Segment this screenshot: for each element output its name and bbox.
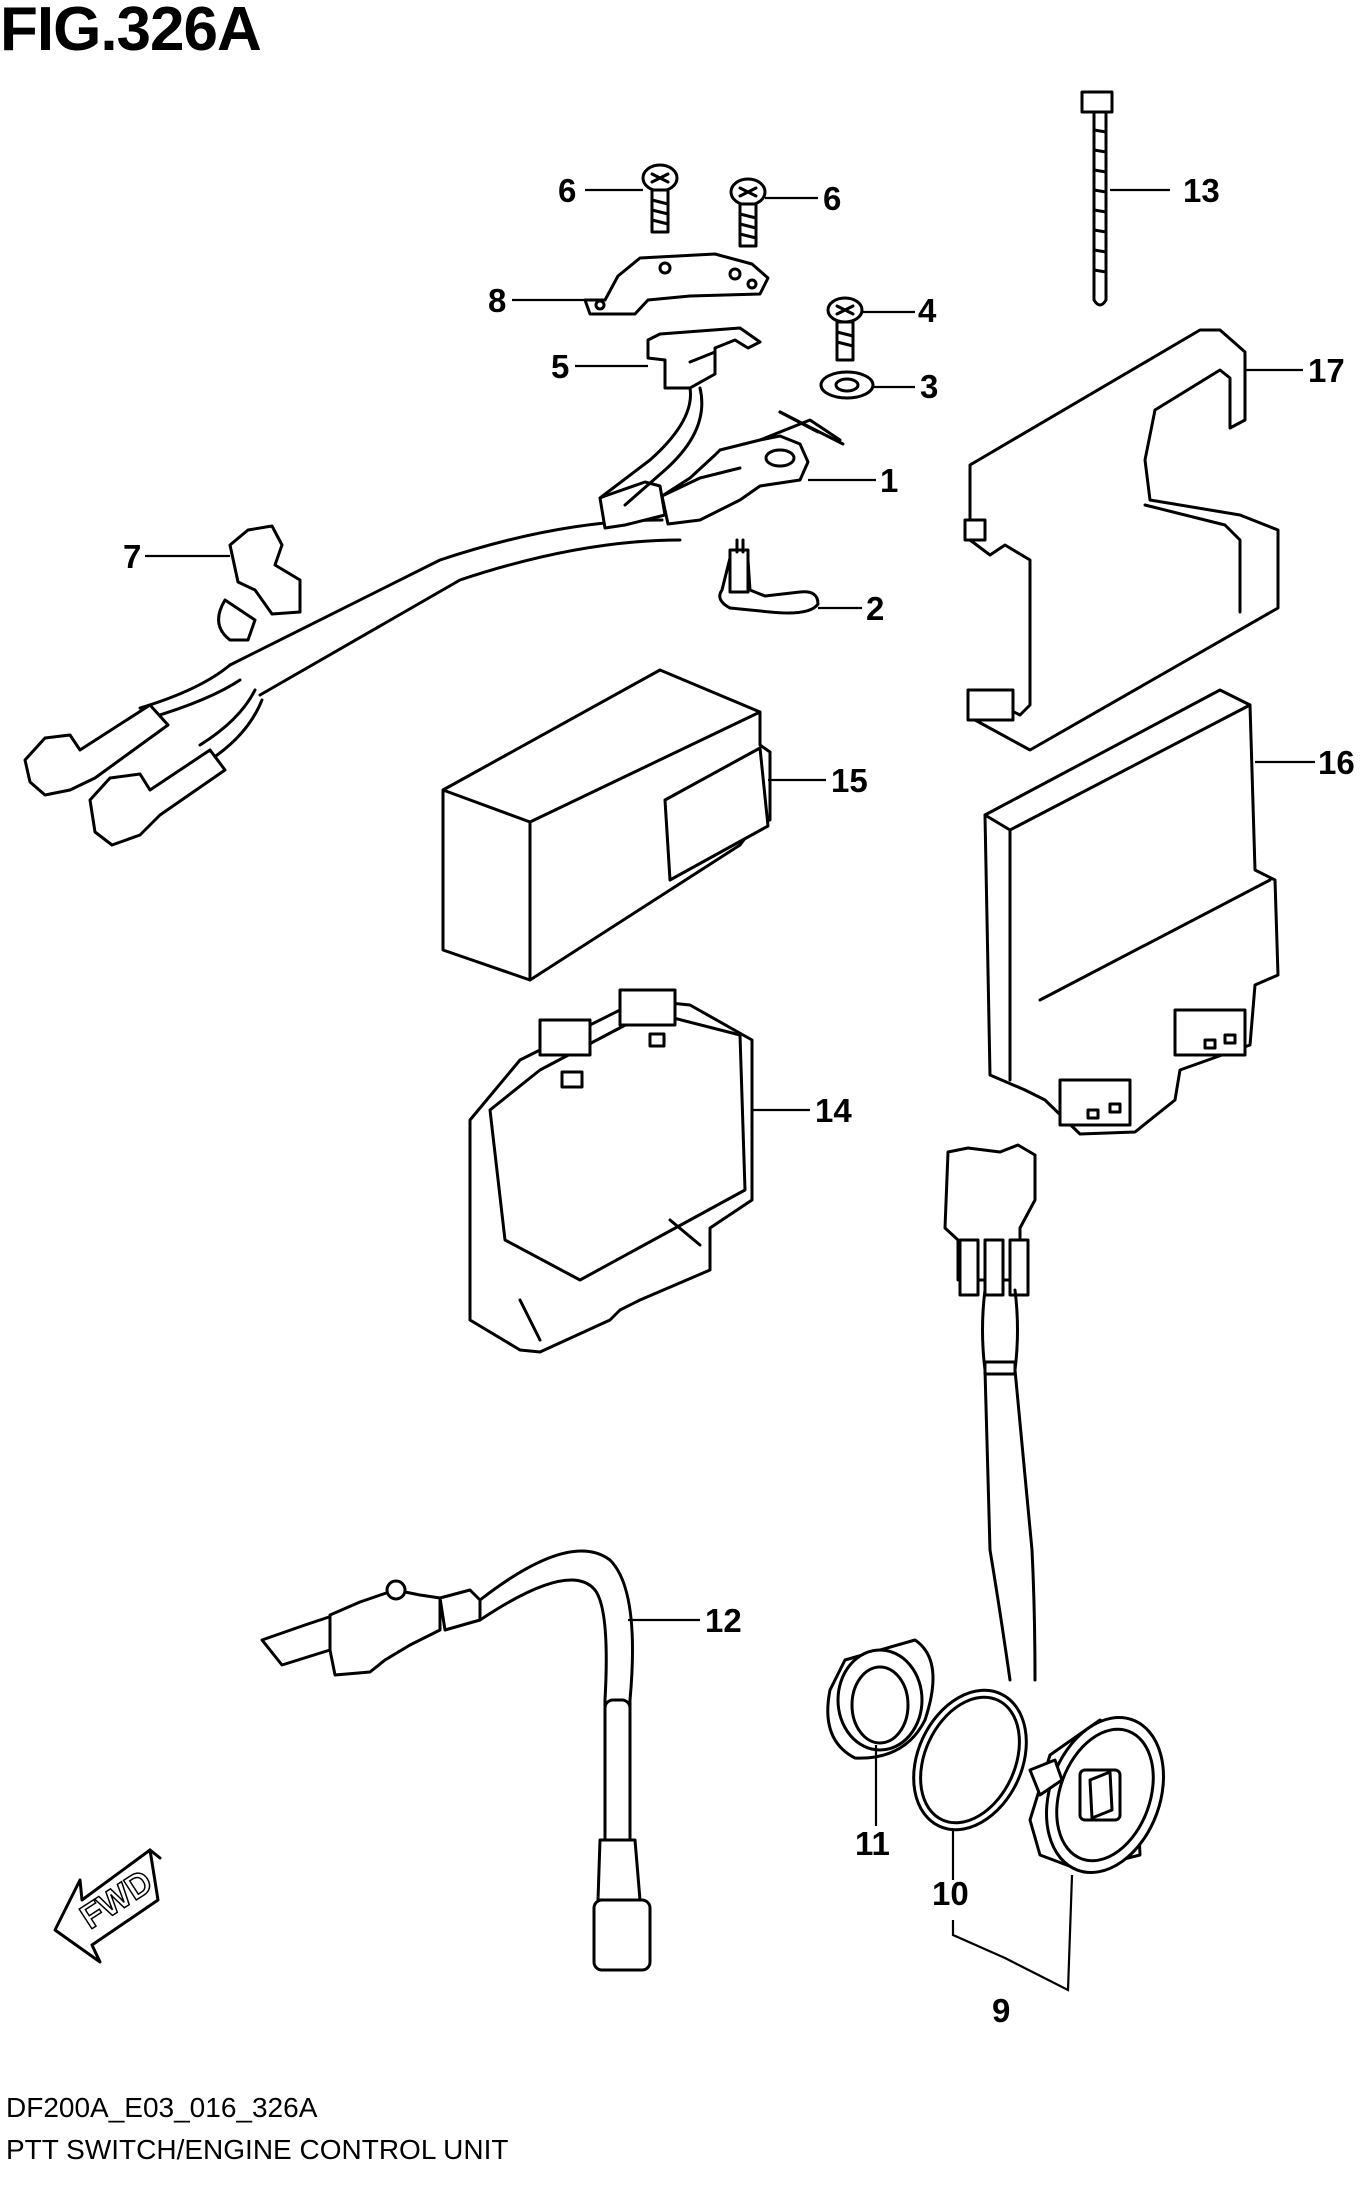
- part-6-screw-right[interactable]: [729, 177, 767, 248]
- part-10-o-ring[interactable]: [892, 1672, 1048, 1848]
- part-3-washer[interactable]: [819, 370, 875, 400]
- part-14-module[interactable]: [468, 988, 754, 1354]
- callout-labels: 1 2 3 4 5 6 6 7 8 9 10 11 12 13 14 15 16…: [123, 172, 1355, 2029]
- callout-14: 14: [815, 1092, 852, 1129]
- callout-15: 15: [831, 762, 868, 799]
- part-1-ptt-sensor[interactable]: [660, 410, 845, 526]
- callout-11: 11: [855, 1825, 890, 1862]
- part-9-ptt-switch[interactable]: [1026, 1701, 1184, 1889]
- part-2-lever[interactable]: [718, 538, 820, 615]
- callout-6a: 6: [558, 172, 576, 209]
- fwd-arrow-icon: [53, 1848, 162, 1964]
- part-4-screw[interactable]: [826, 296, 864, 362]
- callout-2: 2: [866, 590, 884, 627]
- callout-1: 1: [880, 462, 898, 499]
- part-1-harness[interactable]: [23, 386, 704, 847]
- callout-10: 10: [932, 1875, 969, 1912]
- part-17-ecu-cover[interactable]: [963, 328, 1280, 752]
- callout-7: 7: [123, 538, 141, 575]
- callout-6b: 6: [823, 180, 841, 217]
- part-13-cable-tie[interactable]: [1080, 90, 1114, 307]
- part-16-ecu[interactable]: [983, 688, 1280, 1136]
- part-11-nut[interactable]: [826, 1638, 935, 1760]
- leader-lines: [145, 188, 1315, 1992]
- callout-12: 12: [705, 1602, 742, 1639]
- part-8-bracket[interactable]: [583, 252, 770, 316]
- part-9-ptt-switch-harness[interactable]: [943, 1143, 1037, 1682]
- callout-5: 5: [551, 348, 569, 385]
- callout-16: 16: [1318, 744, 1355, 781]
- figure-code: DF200A_E03_016_326A: [6, 2092, 318, 2123]
- callout-9: 9: [992, 1992, 1010, 2029]
- figure-name: PTT SWITCH/ENGINE CONTROL UNIT: [6, 2134, 509, 2165]
- callout-8: 8: [488, 282, 506, 319]
- figure-title: FIG.326A: [0, 0, 262, 64]
- callout-13: 13: [1183, 172, 1220, 209]
- part-15-cover[interactable]: [441, 668, 772, 982]
- part-6-screw-left[interactable]: [641, 163, 679, 234]
- callout-17: 17: [1308, 352, 1345, 389]
- callout-3: 3: [920, 368, 938, 405]
- part-12-trim-switch[interactable]: [260, 1549, 652, 1972]
- callout-4: 4: [918, 292, 937, 329]
- part-5-switch[interactable]: [646, 326, 762, 390]
- part-7-clamp[interactable]: [217, 524, 302, 642]
